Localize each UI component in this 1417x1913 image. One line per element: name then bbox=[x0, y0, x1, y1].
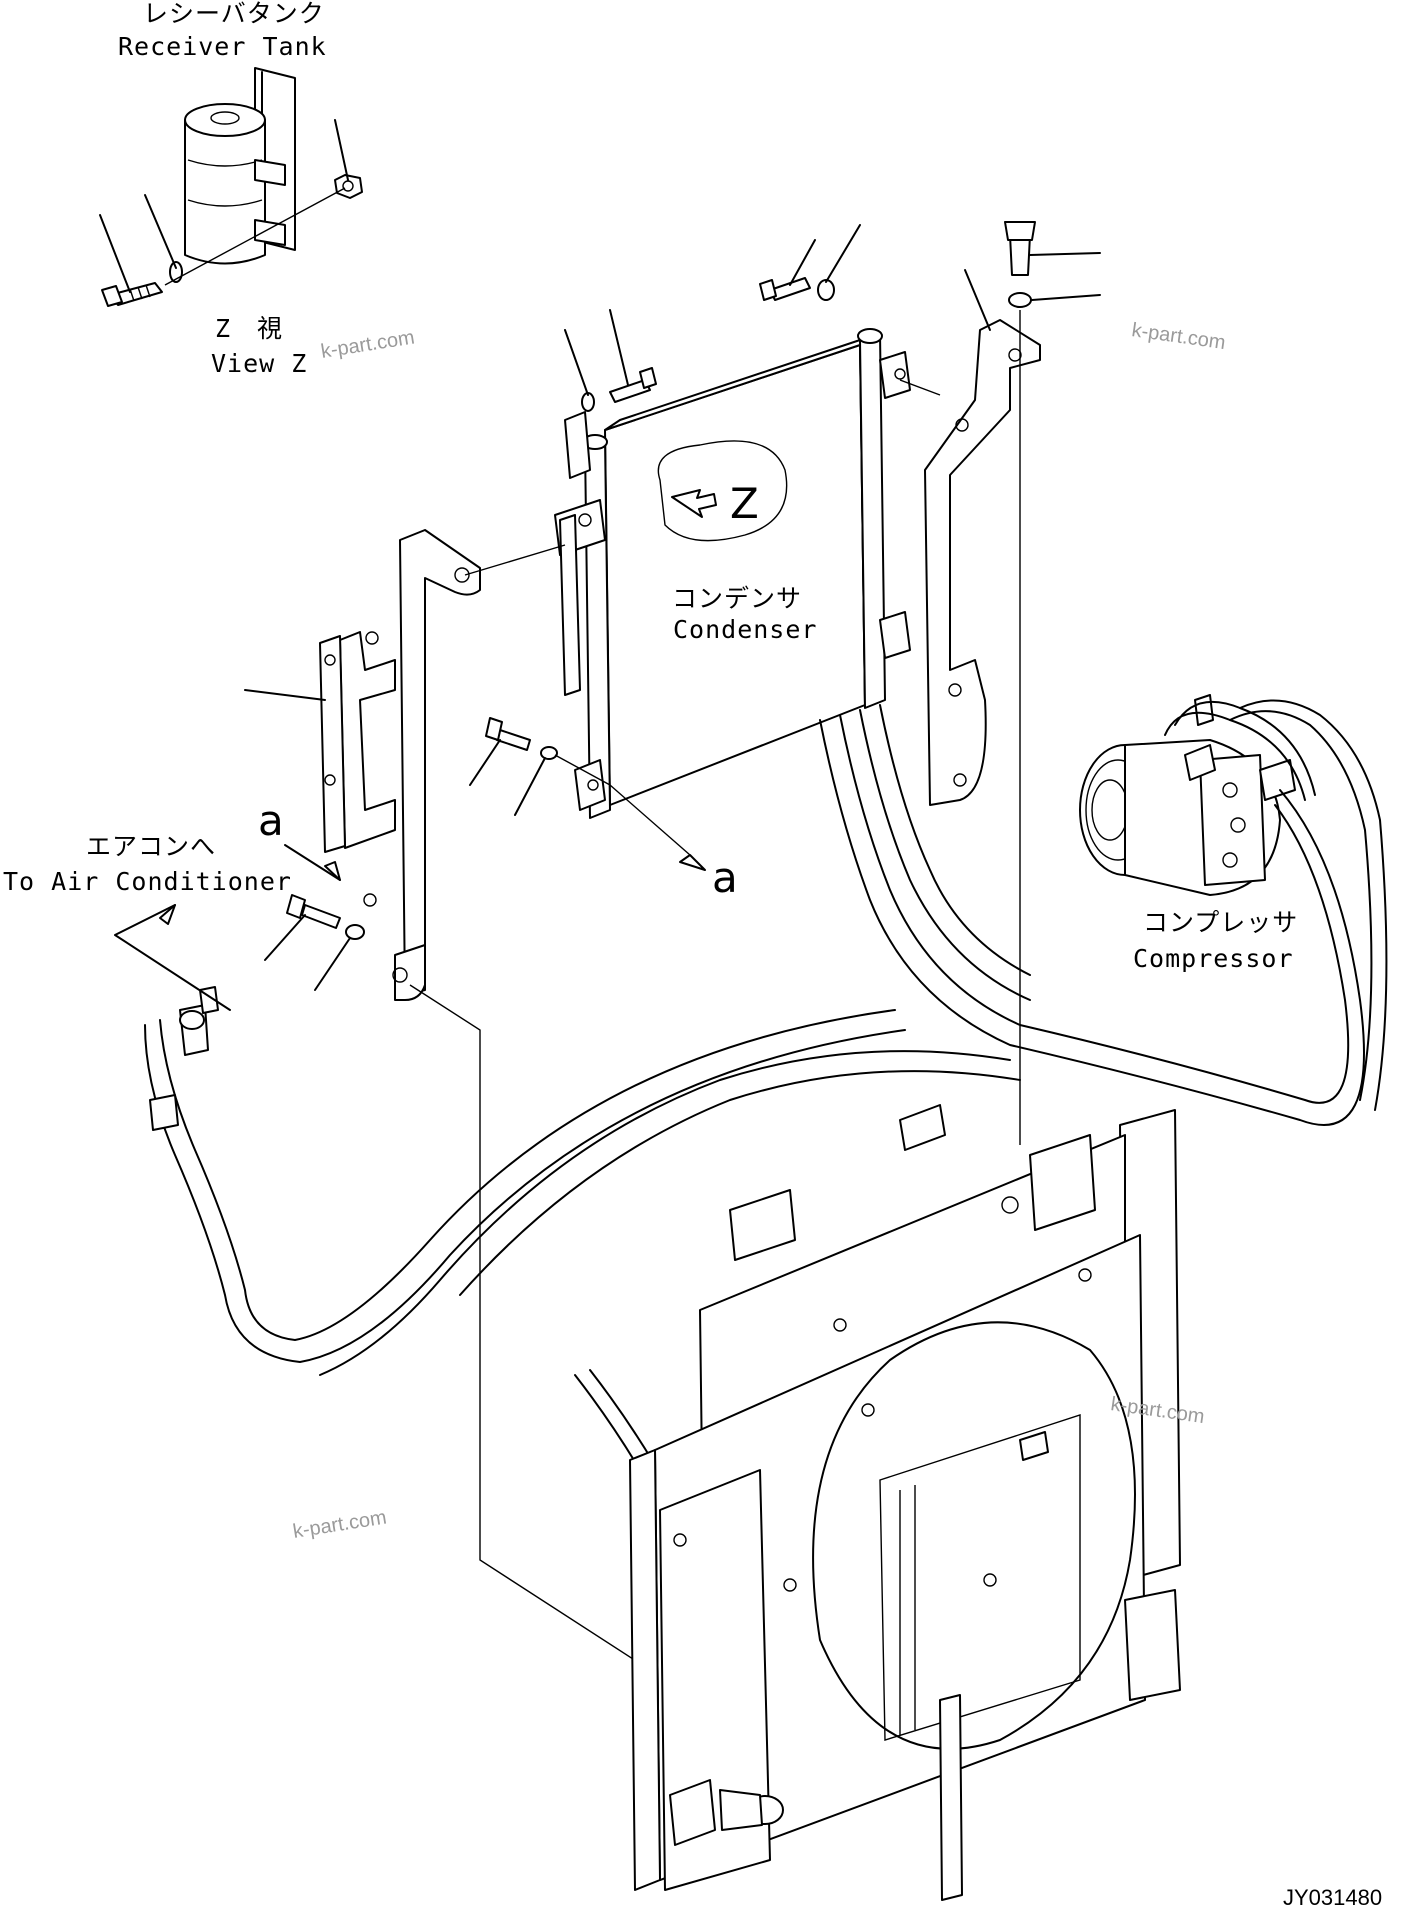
reference-a-left: a bbox=[258, 796, 284, 845]
condenser-top-fasteners bbox=[564, 224, 861, 412]
air-conditioner-label-jp: エアコンへ bbox=[86, 832, 216, 861]
air-conditioner-label-en: To Air Conditioner bbox=[3, 867, 292, 896]
condenser-label-en: Condenser bbox=[673, 615, 817, 644]
compressor: コンプレッサ Compressor bbox=[1079, 694, 1298, 973]
receiver-tank-label-en: Receiver Tank bbox=[118, 32, 327, 61]
condenser-side-fasteners: a bbox=[469, 717, 738, 902]
condenser: Z コンデンサ Condenser bbox=[554, 328, 911, 819]
right-bracket bbox=[899, 221, 1101, 1145]
receiver-tank-label-jp: レシーバタンク bbox=[143, 0, 325, 28]
watermark: k-part.com bbox=[319, 326, 416, 363]
condenser-label-jp: コンデンサ bbox=[672, 584, 802, 613]
receiver-tank-assembly bbox=[99, 67, 363, 307]
watermark: k-part.com bbox=[291, 1506, 388, 1543]
compressor-label-jp: コンプレッサ bbox=[1143, 908, 1298, 937]
view-z-arrow-letter: Z bbox=[730, 479, 759, 528]
drawing-code: JY031480 bbox=[1283, 1885, 1382, 1910]
view-z-label-jp: Z 視 bbox=[215, 314, 283, 343]
watermark: k-part.com bbox=[1130, 319, 1227, 354]
refrigerant-hoses bbox=[144, 699, 1388, 1471]
reference-a-right: a bbox=[712, 853, 738, 902]
compressor-label-en: Compressor bbox=[1133, 944, 1294, 973]
view-z-label-en: View Z bbox=[211, 349, 307, 378]
radiator-shroud bbox=[629, 1104, 1181, 1901]
left-bracket: a bbox=[244, 529, 651, 1671]
air-conditioner-arrow bbox=[114, 904, 231, 1011]
